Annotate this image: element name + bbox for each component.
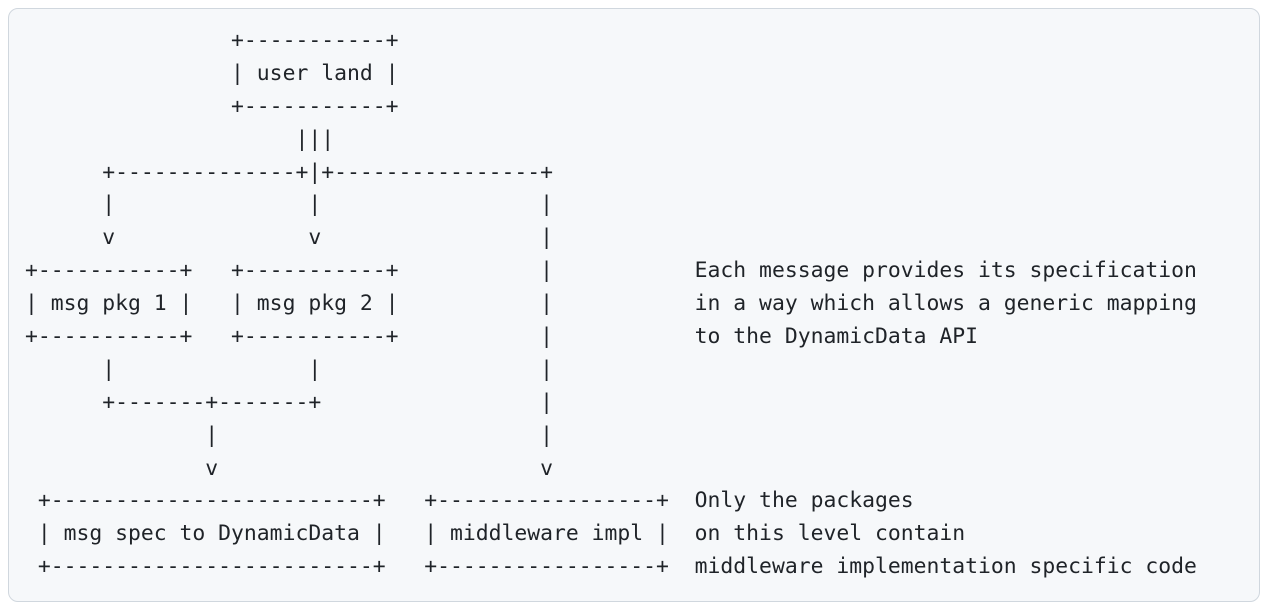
ascii-line: v v | — [25, 225, 554, 251]
ascii-line: | | | — [25, 192, 554, 218]
ascii-line: +-------------------------+ +-----------… — [25, 554, 1197, 580]
ascii-line: v v — [25, 455, 554, 481]
ascii-line: +-----------+ +-----------+ | Each messa… — [25, 258, 1197, 284]
ascii-line: ||| — [25, 126, 335, 152]
ascii-line: +--------------+|+----------------+ — [25, 159, 554, 185]
ascii-line: +-----------+ +-----------+ | to the Dyn… — [25, 324, 978, 350]
ascii-line: +-----------+ — [25, 28, 399, 53]
ascii-line: | msg spec to DynamicData | | middleware… — [25, 521, 966, 547]
ascii-line: | user land | — [25, 60, 399, 86]
ascii-line: +-----------+ — [25, 93, 399, 119]
ascii-line: | msg pkg 1 | | msg pkg 2 | | in a way w… — [25, 291, 1197, 317]
code-block: +-----------+ | user land | +-----------… — [8, 8, 1260, 602]
ascii-line: +-------------------------+ +-----------… — [25, 488, 914, 514]
ascii-line: | | — [25, 422, 554, 448]
ascii-line: | | | — [25, 356, 554, 382]
ascii-diagram: +-----------+ | user land | +-----------… — [25, 25, 1243, 584]
ascii-line: +-------+-------+ | — [25, 389, 554, 415]
